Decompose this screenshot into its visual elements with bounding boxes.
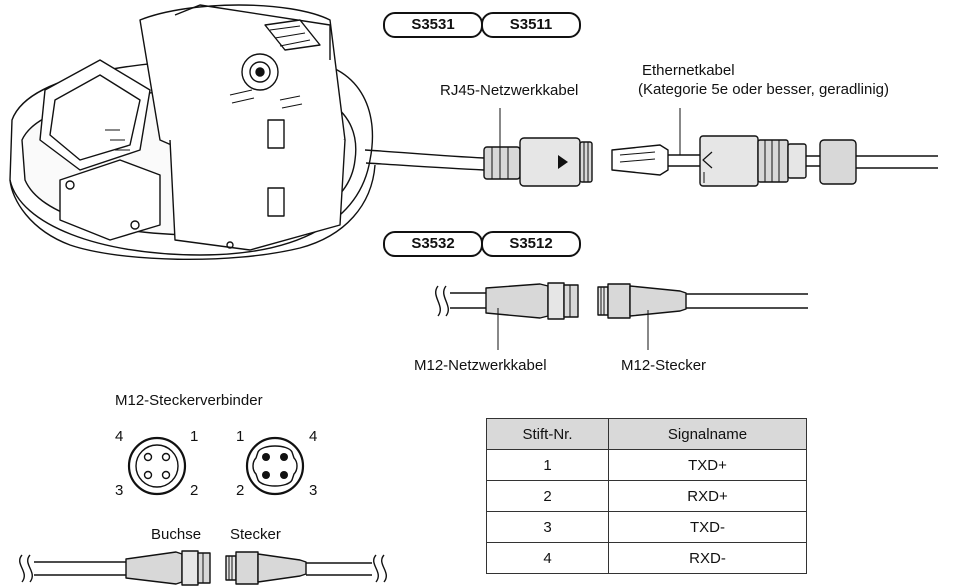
signal-name-cell: TXD+ [608, 449, 807, 481]
table-row: 2 RXD+ [486, 480, 807, 512]
pin-number-cell: 2 [486, 480, 609, 512]
pin-number-cell: 1 [486, 449, 609, 481]
model-badge-s3511: S3511 [481, 12, 581, 38]
header-signal-name: Signalname [608, 418, 807, 450]
plug-pin-2: 2 [236, 482, 245, 499]
socket-pin-1: 1 [190, 428, 199, 445]
table-row: 3 TXD- [486, 511, 807, 543]
label-rj45-cable: RJ45-Netzwerkkabel [440, 82, 579, 99]
socket-cable [19, 550, 211, 586]
m12-plug-cable [597, 283, 808, 350]
m12-network-cable [435, 282, 579, 350]
label-m12-connector: M12-Steckerverbinder [115, 392, 263, 409]
label-socket: Buchse [151, 526, 202, 543]
pin-number-cell: 3 [486, 511, 609, 543]
socket-pin-4: 4 [115, 428, 124, 445]
header-pin-number: Stift-Nr. [486, 418, 609, 450]
ethernet-cable-connector [611, 108, 938, 187]
label-plug: Stecker [230, 526, 281, 543]
label-m12-plug: M12-Stecker [621, 357, 707, 374]
label-ethernet-cable: Ethernetkabel [642, 62, 735, 79]
model-badge-s3512: S3512 [481, 231, 581, 257]
m12-plug-pinout [245, 436, 305, 496]
label-ethernet-spec: (Kategorie 5e oder besser, geradlinig) [638, 81, 889, 98]
socket-pin-3: 3 [115, 482, 124, 499]
rj45-cable-connector [483, 108, 593, 187]
label-m12-network-cable: M12-Netzwerkkabel [414, 357, 547, 374]
camera-illustration [9, 4, 485, 261]
plug-pin-4: 4 [309, 428, 318, 445]
model-badge-s3532: S3532 [383, 231, 483, 257]
signal-name-cell: TXD- [608, 511, 807, 543]
model-badge-s3531: S3531 [383, 12, 483, 38]
signal-name-cell: RXD+ [608, 480, 807, 512]
pin-assignment-table: Stift-Nr. Signalname 1 TXD+ 2 RXD+ 3 TXD… [486, 418, 807, 574]
signal-name-cell: RXD- [608, 542, 807, 574]
m12-socket-pinout [127, 436, 187, 496]
table-header-row: Stift-Nr. Signalname [486, 418, 807, 450]
plug-pin-1: 1 [236, 428, 245, 445]
pin-number-cell: 4 [486, 542, 609, 574]
plug-cable [225, 551, 387, 585]
socket-pin-2: 2 [190, 482, 199, 499]
table-row: 1 TXD+ [486, 449, 807, 481]
table-row: 4 RXD- [486, 542, 807, 574]
plug-pin-3: 3 [309, 482, 318, 499]
